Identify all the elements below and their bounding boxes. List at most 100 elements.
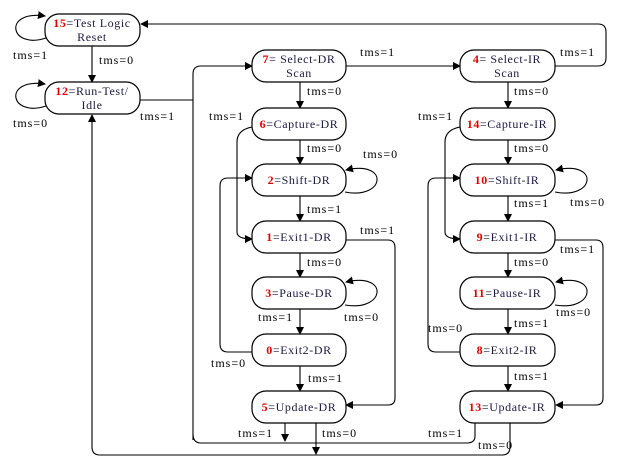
label-1-5: tms=1 bbox=[360, 223, 395, 237]
state-number: 9 bbox=[477, 230, 484, 244]
state-name: Run-Test/ bbox=[76, 84, 129, 98]
state-name: Exit1-IR bbox=[491, 230, 538, 244]
state-name: Pause-DR bbox=[279, 286, 332, 300]
svg-text:2=Shift-DR: 2=Shift-DR bbox=[268, 173, 331, 187]
state-number: 7 bbox=[263, 52, 270, 66]
eq: = bbox=[69, 84, 76, 98]
state-number: 4 bbox=[473, 52, 480, 66]
svg-text:12=Run-Test/: 12=Run-Test/ bbox=[55, 84, 128, 98]
label-8-10: tms=0 bbox=[428, 321, 463, 335]
edge-13-7 bbox=[192, 423, 476, 444]
state-name: Exit2-IR bbox=[491, 343, 538, 357]
svg-text:14=Capture-IR: 14=Capture-IR bbox=[467, 117, 548, 131]
eq: = bbox=[485, 286, 492, 300]
eq: = bbox=[269, 52, 276, 66]
state-8: 8=Exit2-IR bbox=[459, 333, 556, 367]
svg-text:6=Capture-DR: 6=Capture-DR bbox=[260, 117, 339, 131]
eq: = bbox=[480, 117, 487, 131]
label-3-self: tms=0 bbox=[344, 310, 379, 324]
state-name: Exit2-DR bbox=[280, 343, 331, 357]
eq: = bbox=[479, 52, 486, 66]
state-number: 3 bbox=[265, 286, 272, 300]
label-9-13: tms=1 bbox=[560, 242, 595, 256]
edge-15-self bbox=[15, 11, 47, 41]
svg-text:9=Exit1-IR: 9=Exit1-IR bbox=[477, 230, 538, 244]
edge-10-self bbox=[554, 164, 588, 194]
state-name: Pause-IR bbox=[493, 286, 542, 300]
state-name: Select-DR bbox=[276, 52, 335, 66]
eq: = bbox=[273, 230, 280, 244]
edge-0-2 bbox=[219, 174, 253, 353]
state-15: 15=Test Logic Reset bbox=[44, 13, 141, 47]
state-number: 11 bbox=[473, 286, 486, 300]
state-name: Test Logic bbox=[74, 16, 131, 30]
label-13-7: tms=1 bbox=[428, 426, 463, 440]
state-1: 1=Exit1-DR bbox=[251, 220, 347, 254]
svg-text:5=Update-DR: 5=Update-DR bbox=[262, 400, 337, 414]
state-6: 6=Capture-DR bbox=[251, 107, 347, 141]
label-12-7: tms=1 bbox=[140, 109, 175, 123]
edge-14-9 bbox=[444, 126, 461, 243]
edge-3-self bbox=[344, 276, 378, 307]
svg-text:15=Test Logic: 15=Test Logic bbox=[53, 16, 130, 30]
state-12: 12=Run-Test/ Idle bbox=[44, 81, 141, 115]
edge-12-self bbox=[15, 79, 47, 109]
label-4-15: tms=1 bbox=[560, 45, 595, 59]
label-6-1: tms=1 bbox=[209, 109, 244, 123]
state-name: Shift-IR bbox=[495, 173, 539, 187]
edge-2-self bbox=[344, 164, 378, 194]
label-10-self: tms=0 bbox=[570, 195, 605, 209]
svg-text:0=Exit2-DR: 0=Exit2-DR bbox=[266, 343, 331, 357]
eq: = bbox=[274, 173, 281, 187]
edge-6-1 bbox=[236, 126, 253, 243]
label-7-4: tms=1 bbox=[360, 45, 395, 59]
label-0-2: tms=0 bbox=[211, 356, 246, 370]
svg-text:13=Update-IR: 13=Update-IR bbox=[469, 400, 546, 414]
label-6-2: tms=0 bbox=[307, 141, 342, 155]
label-8-13: tms=1 bbox=[514, 369, 549, 383]
label-0-5: tms=1 bbox=[308, 371, 343, 385]
svg-text:3=Pause-DR: 3=Pause-DR bbox=[265, 286, 332, 300]
eq: = bbox=[482, 400, 489, 414]
eq: = bbox=[266, 117, 273, 131]
label-7-6: tms=0 bbox=[307, 84, 342, 98]
label-15-self: tms=1 bbox=[13, 48, 48, 62]
label-4-14: tms=0 bbox=[514, 84, 549, 98]
eq: = bbox=[483, 343, 490, 357]
state-4: 4= Select-IR Scan bbox=[459, 49, 556, 83]
state-number: 5 bbox=[262, 400, 269, 414]
state-5: 5=Update-DR bbox=[251, 390, 347, 424]
edge-12-7 bbox=[140, 66, 252, 440]
state-13: 13=Update-IR bbox=[459, 390, 556, 424]
state-number: 12 bbox=[55, 84, 68, 98]
edge-13-12 bbox=[88, 114, 511, 456]
svg-text:8=Exit2-IR: 8=Exit2-IR bbox=[477, 343, 538, 357]
eq: = bbox=[483, 230, 490, 244]
state-number: 15 bbox=[53, 16, 66, 30]
state-7: 7= Select-DR Scan bbox=[251, 49, 347, 83]
edge-8-10 bbox=[427, 174, 461, 353]
svg-text:1=Exit1-DR: 1=Exit1-DR bbox=[266, 230, 331, 244]
state-0: 0=Exit2-DR bbox=[251, 333, 347, 367]
label-11-8: tms=1 bbox=[514, 316, 549, 330]
eq: = bbox=[268, 400, 275, 414]
state-name: Capture-IR bbox=[487, 117, 547, 131]
label-5-12: tms=0 bbox=[322, 426, 357, 440]
state-number: 2 bbox=[268, 173, 275, 187]
state-9: 9=Exit1-IR bbox=[459, 220, 556, 254]
label-2-self: tms=0 bbox=[363, 147, 398, 161]
state-name-line2: Scan bbox=[494, 66, 520, 80]
label-13-12: tms=0 bbox=[478, 438, 513, 452]
label-5-7: tms=1 bbox=[238, 426, 273, 440]
eq: = bbox=[272, 286, 279, 300]
state-name-line2: Reset bbox=[77, 30, 107, 44]
state-name: Capture-DR bbox=[274, 117, 339, 131]
edge-4-15 bbox=[140, 20, 607, 67]
label-9-11: tms=0 bbox=[514, 255, 549, 269]
state-name-line2: Idle bbox=[81, 98, 102, 112]
state-name-line2: Scan bbox=[286, 66, 312, 80]
label-14-10: tms=0 bbox=[514, 141, 549, 155]
state-number: 0 bbox=[266, 343, 273, 357]
eq: = bbox=[273, 343, 280, 357]
